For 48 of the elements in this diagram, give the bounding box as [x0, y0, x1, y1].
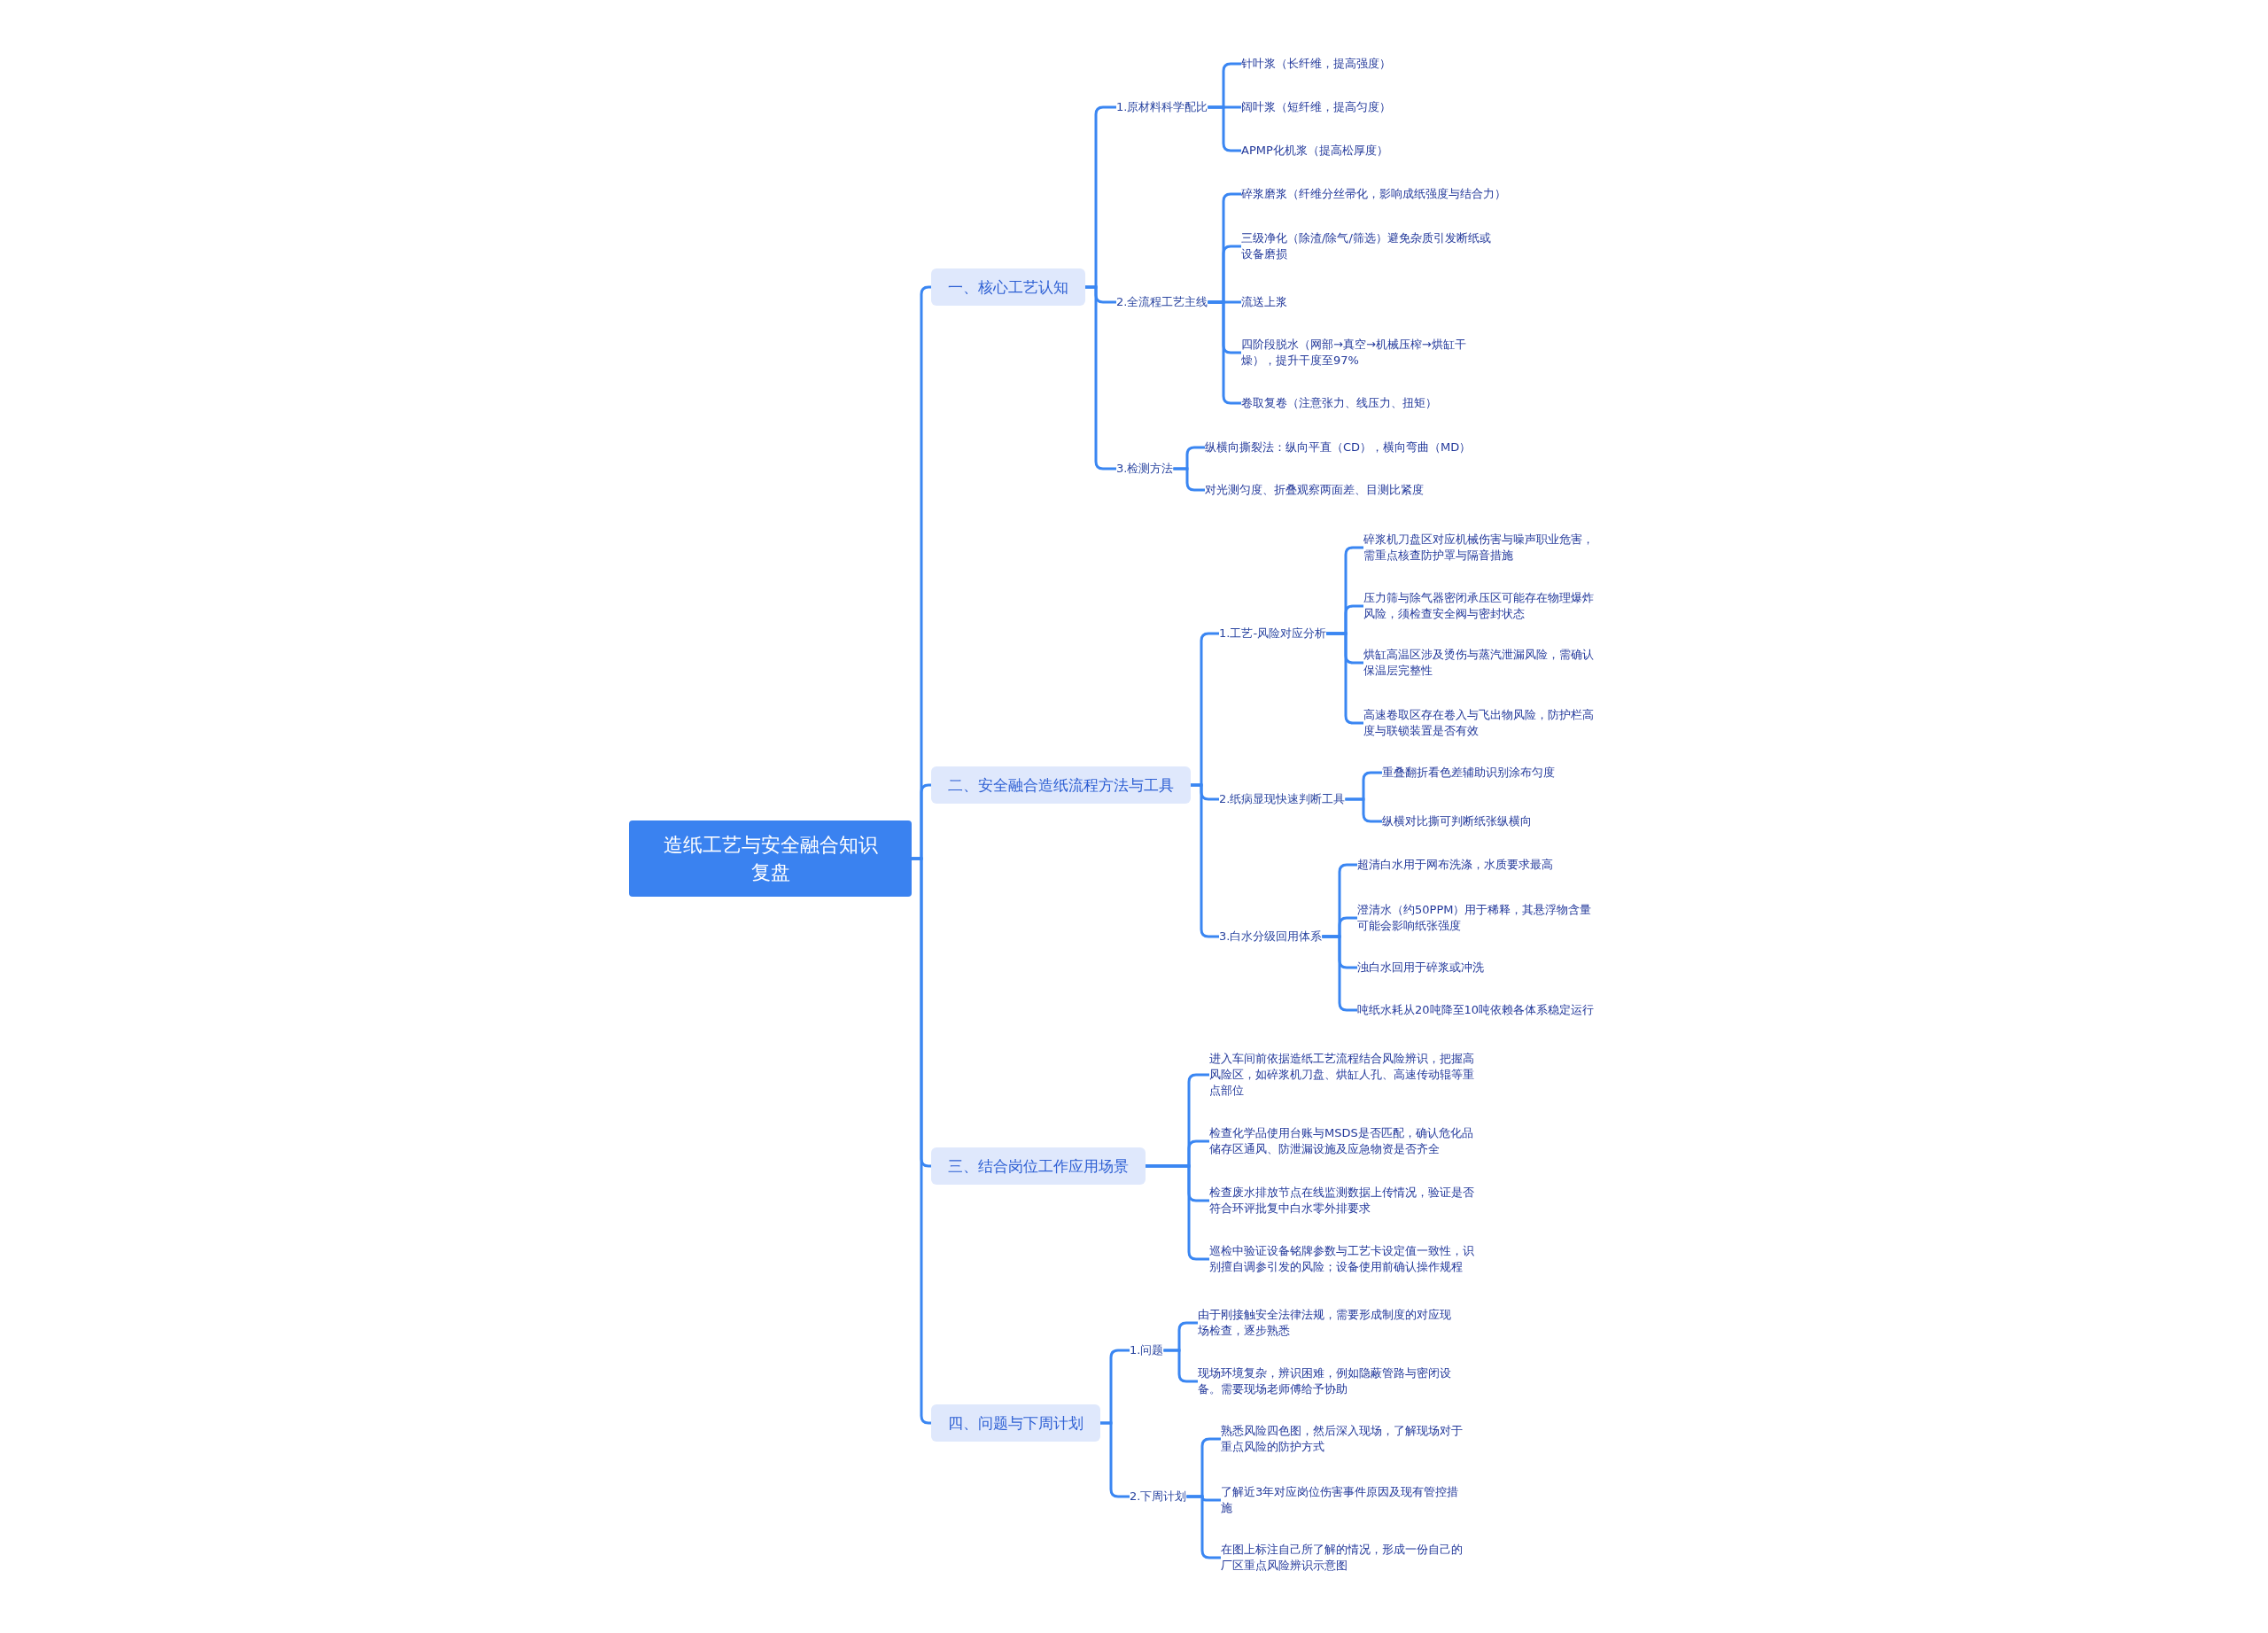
detail-text: 碎浆磨浆（纤维分丝帚化，影响成纸强度与结合力） [1241, 186, 1506, 202]
detail-text: 对光测匀度、折叠观察两面差、目测比紧度 [1205, 482, 1424, 498]
subtopic-text: 3.白水分级回用体系 [1219, 929, 1323, 945]
detail-text: 阔叶浆（短纤维，提高匀度） [1241, 99, 1391, 115]
detail-text: 三级净化（除渣/除气/筛选）避免杂质引发断纸或设备磨损 [1241, 230, 1493, 262]
subtopic-text: 2.全流程工艺主线 [1116, 294, 1208, 310]
connector-line [1173, 467, 1205, 492]
detail-text: 进入车间前依据造纸工艺流程结合风险辨识，把握高风险区，如碎浆机刀盘、烘缸人孔、高速传动辊等重点部位 [1209, 1051, 1478, 1099]
detail-text: 现场环境复杂，辨识困难，例如隐蔽管路与密闭设备。需要现场老师傅给予协助 [1198, 1365, 1455, 1397]
detail-text: 高速卷取区存在卷入与飞出物风险，防护栏高度与联锁装置是否有效 [1363, 707, 1604, 739]
detail-text: 针叶浆（长纤维，提高强度） [1241, 56, 1391, 72]
detail-text: 浊白水回用于碎浆或冲洗 [1357, 960, 1484, 976]
detail-text: 卷取复卷（注意张力、线压力、扭矩） [1241, 395, 1437, 411]
subtopic-text: 2.纸病显现快速判断工具 [1219, 791, 1346, 807]
subtopic-text: 3.检测方法 [1116, 461, 1174, 477]
detail-text: 巡检中验证设备铭牌参数与工艺卡设定值一致性，识别擅自调参引发的风险；设备使用前确认操作规程 [1209, 1243, 1478, 1275]
connector-line [1345, 797, 1382, 823]
detail-text: 超清白水用于网布洗涤，水质要求最高 [1357, 857, 1553, 873]
detail-text: 四阶段脱水（网部→真空→机械压榨→烘缸干燥），提升干度至97% [1241, 337, 1482, 369]
detail-text: 由于刚接触安全法律法规，需要形成制度的对应现场检查，逐步熟悉 [1198, 1307, 1455, 1339]
topic-box: 一、核心工艺认知 [931, 268, 1085, 306]
detail-text: 碎浆机刀盘区对应机械伤害与噪声职业危害，需重点核查防护罩与隔音措施 [1363, 532, 1604, 564]
detail-text: 检查废水排放节点在线监测数据上传情况，验证是否符合环评批复中白水零外排要求 [1209, 1185, 1478, 1217]
detail-text: 纵横向撕裂法：纵向平直（CD），横向弯曲（MD） [1205, 439, 1472, 455]
detail-text: 澄清水（约50PPM）用于稀释，其悬浮物含量可能会影响纸张强度 [1357, 902, 1593, 934]
detail-text: 在图上标注自己所了解的情况，形成一份自己的厂区重点风险辨识示意图 [1221, 1542, 1468, 1574]
detail-text: 了解近3年对应岗位伤害事件原因及现有管控措施 [1221, 1484, 1468, 1516]
connector-line [1163, 1349, 1198, 1383]
root-topic-box: 造纸工艺与安全融合知识复盘 [629, 820, 912, 897]
connector-line [1208, 105, 1241, 152]
detail-text: 流送上浆 [1241, 294, 1287, 310]
detail-text: 重叠翻折看色差辅助识别涂布匀度 [1382, 765, 1555, 781]
connector-line [912, 857, 932, 1425]
topic-box: 三、结合岗位工作应用场景 [931, 1147, 1146, 1185]
subtopic-text: 2.下周计划 [1130, 1489, 1187, 1505]
topic-box: 二、安全融合造纸流程方法与工具 [931, 766, 1191, 804]
connector-line [1322, 935, 1357, 1012]
detail-text: 熟悉风险四色图，然后深入现场，了解现场对于重点风险的防护方式 [1221, 1423, 1468, 1455]
detail-text: 纵横对比撕可判断纸张纵横向 [1382, 813, 1532, 829]
topic-box: 四、问题与下周计划 [931, 1404, 1100, 1442]
subtopic-text: 1.问题 [1130, 1342, 1164, 1358]
detail-text: 压力筛与除气器密闭承压区可能存在物理爆炸风险，须检查安全阀与密封状态 [1363, 590, 1604, 622]
detail-text: 烘缸高温区涉及烫伤与蒸汽泄漏风险，需确认保温层完整性 [1363, 647, 1604, 679]
detail-text: 吨纸水耗从20吨降至10吨依赖各体系稳定运行 [1357, 1002, 1595, 1018]
detail-text: APMP化机浆（提高松厚度） [1241, 143, 1388, 159]
subtopic-text: 1.原材料科学配比 [1116, 99, 1208, 115]
detail-text: 检查化学品使用台账与MSDS是否匹配，确认危化品储存区通风、防泄漏设施及应急物资是否齐全 [1209, 1125, 1478, 1157]
subtopic-text: 1.工艺-风险对应分析 [1219, 626, 1327, 642]
